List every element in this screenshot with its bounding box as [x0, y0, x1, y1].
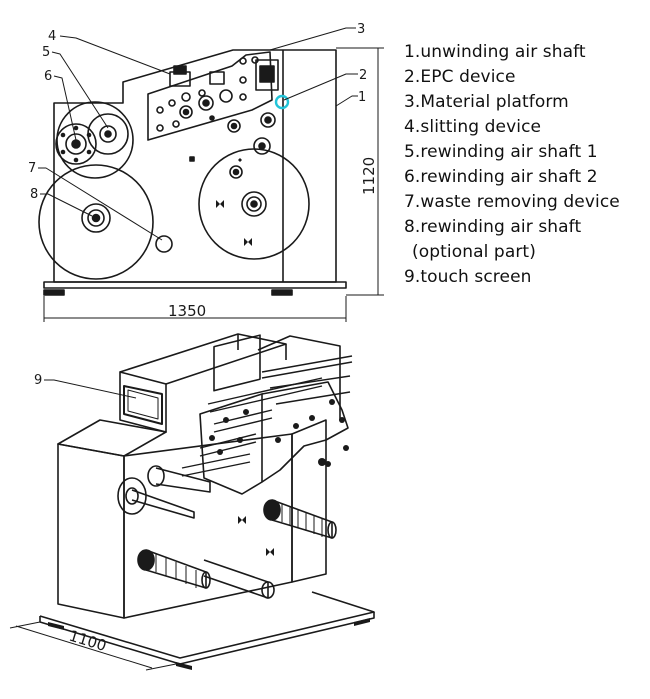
unwinding-hub — [241, 191, 267, 217]
front-foot-right — [271, 289, 293, 296]
iso-unwinding-shaft — [263, 499, 337, 539]
slitting-knife-cap — [173, 65, 187, 75]
legend-item-6: 6.rewinding air shaft 2 — [404, 167, 598, 187]
dimension-label-height: 1120 — [360, 157, 378, 195]
legend-item-1: 1.unwinding air shaft — [404, 42, 586, 62]
iso-slitting-plate — [199, 393, 263, 495]
iso-left-cabinet-top — [57, 419, 167, 457]
iso-slitting-details — [209, 399, 349, 466]
iso-base-top — [39, 591, 375, 659]
front-view — [38, 27, 384, 322]
dimension-height-front — [336, 47, 384, 296]
front-base — [43, 281, 347, 289]
legend-item-5: 5.rewinding air shaft 1 — [404, 142, 598, 162]
unwinding-roll-outline — [198, 148, 310, 260]
waste-removing-roller — [155, 235, 173, 253]
iso-screen-housing — [119, 371, 167, 433]
iso-waste-roller — [203, 559, 275, 599]
legend-item-8: 8.rewinding air shaft — [404, 217, 582, 237]
callout-leaders-front — [38, 27, 358, 241]
iso-optional-shaft — [137, 549, 211, 589]
dimension-width-front — [43, 296, 347, 322]
callout-9: 9 — [34, 373, 42, 388]
iso-base-feet — [48, 618, 370, 670]
iso-knife-block — [213, 334, 261, 392]
unwinding-nut-top — [229, 165, 243, 179]
callout-3: 3 — [357, 22, 365, 37]
legend-item-8-note: (optional part) — [412, 242, 536, 262]
iso-right-body — [291, 419, 327, 583]
callout-5: 5 — [42, 45, 50, 60]
material-platform-inner — [259, 65, 275, 83]
optional-roll-outline — [38, 164, 154, 280]
callout-leader-9 — [44, 379, 137, 399]
iso-left-cabinet-front — [57, 443, 125, 619]
callout-8: 8 — [30, 187, 38, 202]
front-foot-left — [43, 289, 65, 296]
iso-body-knobs — [238, 461, 331, 556]
legend-item-2: 2.EPC device — [404, 67, 516, 87]
guide-roller-2 — [260, 112, 276, 128]
dimension-label-depth: 1100 — [67, 627, 109, 655]
legend-item-7: 7.waste removing device — [404, 192, 620, 212]
rewinding-shaft-1-disc — [87, 113, 129, 155]
callout-1: 1 — [358, 90, 366, 105]
legend-item-3: 3.Material platform — [404, 92, 569, 112]
iso-body-front — [123, 433, 293, 619]
dimension-depth-iso — [9, 621, 177, 671]
rewinding-zone-outline — [56, 101, 134, 179]
unwinding-knobs — [216, 158, 252, 246]
optional-shaft-hub — [81, 203, 111, 233]
slitting-holder — [209, 71, 225, 85]
epc-device-highlight — [274, 94, 290, 110]
iso-rewind-shaft-1 — [147, 465, 211, 493]
guide-roller-3 — [253, 137, 271, 155]
iso-rear-frame — [257, 335, 341, 420]
iso-slitting-plate-right — [261, 381, 349, 483]
guide-roller-1 — [227, 119, 241, 133]
legend-item-4: 4.slitting device — [404, 117, 542, 137]
legend: 1.unwinding air shaft 2.EPC device 3.Mat… — [404, 40, 644, 290]
legend-item-9: 9.touch screen — [404, 267, 532, 287]
rewinding-shaft-2-disc — [55, 123, 97, 165]
slitting-bracket — [147, 51, 273, 141]
touch-screen — [123, 385, 163, 425]
callout-4: 4 — [48, 29, 56, 44]
iso-slitting-rollers — [181, 355, 353, 477]
callout-2: 2 — [359, 68, 367, 83]
iso-view — [9, 333, 375, 671]
dimension-label-width: 1350 — [168, 302, 206, 320]
callout-7: 7 — [28, 161, 36, 176]
material-platform — [255, 59, 279, 91]
iso-rewind-shaft-2 — [117, 477, 195, 519]
slitting-bracket-holes — [156, 56, 259, 132]
callout-6: 6 — [44, 69, 52, 84]
